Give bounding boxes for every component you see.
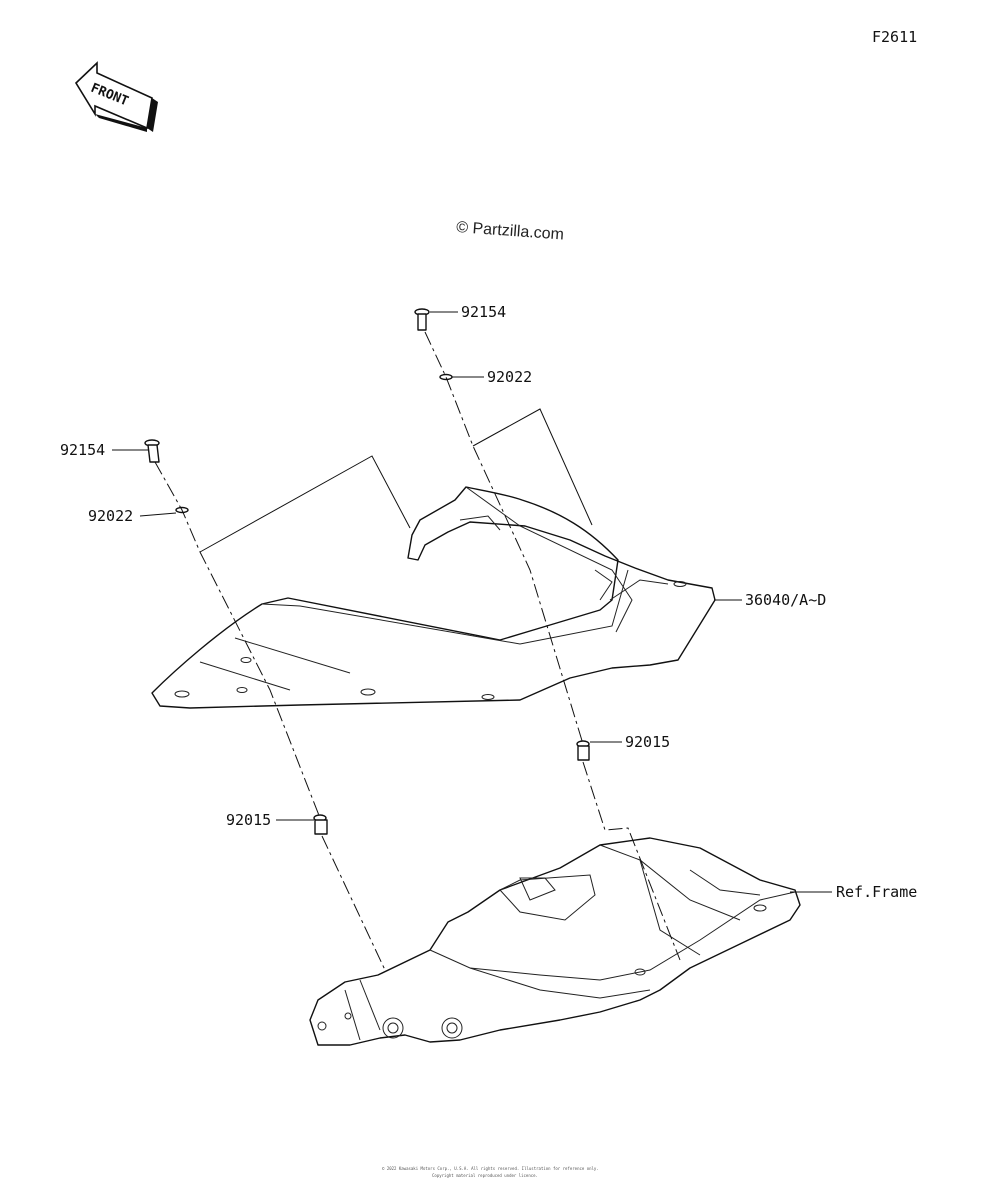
watermark: © Partzilla.com bbox=[456, 219, 565, 243]
seat-cover-part bbox=[151, 486, 716, 709]
grommet-left-part bbox=[313, 814, 328, 835]
washer-top-part bbox=[439, 373, 453, 381]
frame-part bbox=[309, 837, 801, 1046]
footer-line-1: © 2022 Kawasaki Motors Corp., U.S.A. All… bbox=[382, 1166, 599, 1171]
callout-washer-top: 92022 bbox=[487, 368, 532, 386]
callout-grommet-left: 92015 bbox=[226, 811, 271, 829]
bolt-left-part bbox=[144, 439, 160, 463]
front-arrow-icon: FRONT bbox=[74, 61, 158, 132]
callout-grommet-right: 92015 bbox=[625, 733, 670, 751]
callout-bolt-top: 92154 bbox=[461, 303, 506, 321]
callout-bolt-left: 92154 bbox=[60, 441, 105, 459]
callout-frame-ref: Ref.Frame bbox=[836, 883, 917, 901]
grommet-right-part bbox=[576, 740, 590, 761]
diagram-code: F2611 bbox=[872, 28, 917, 46]
callout-cover: 36040/A~D bbox=[745, 591, 826, 609]
footer-line-2: Copyright material reproduced under lice… bbox=[432, 1173, 538, 1178]
bolt-top-part bbox=[414, 308, 430, 331]
callout-washer-left: 92022 bbox=[88, 507, 133, 525]
